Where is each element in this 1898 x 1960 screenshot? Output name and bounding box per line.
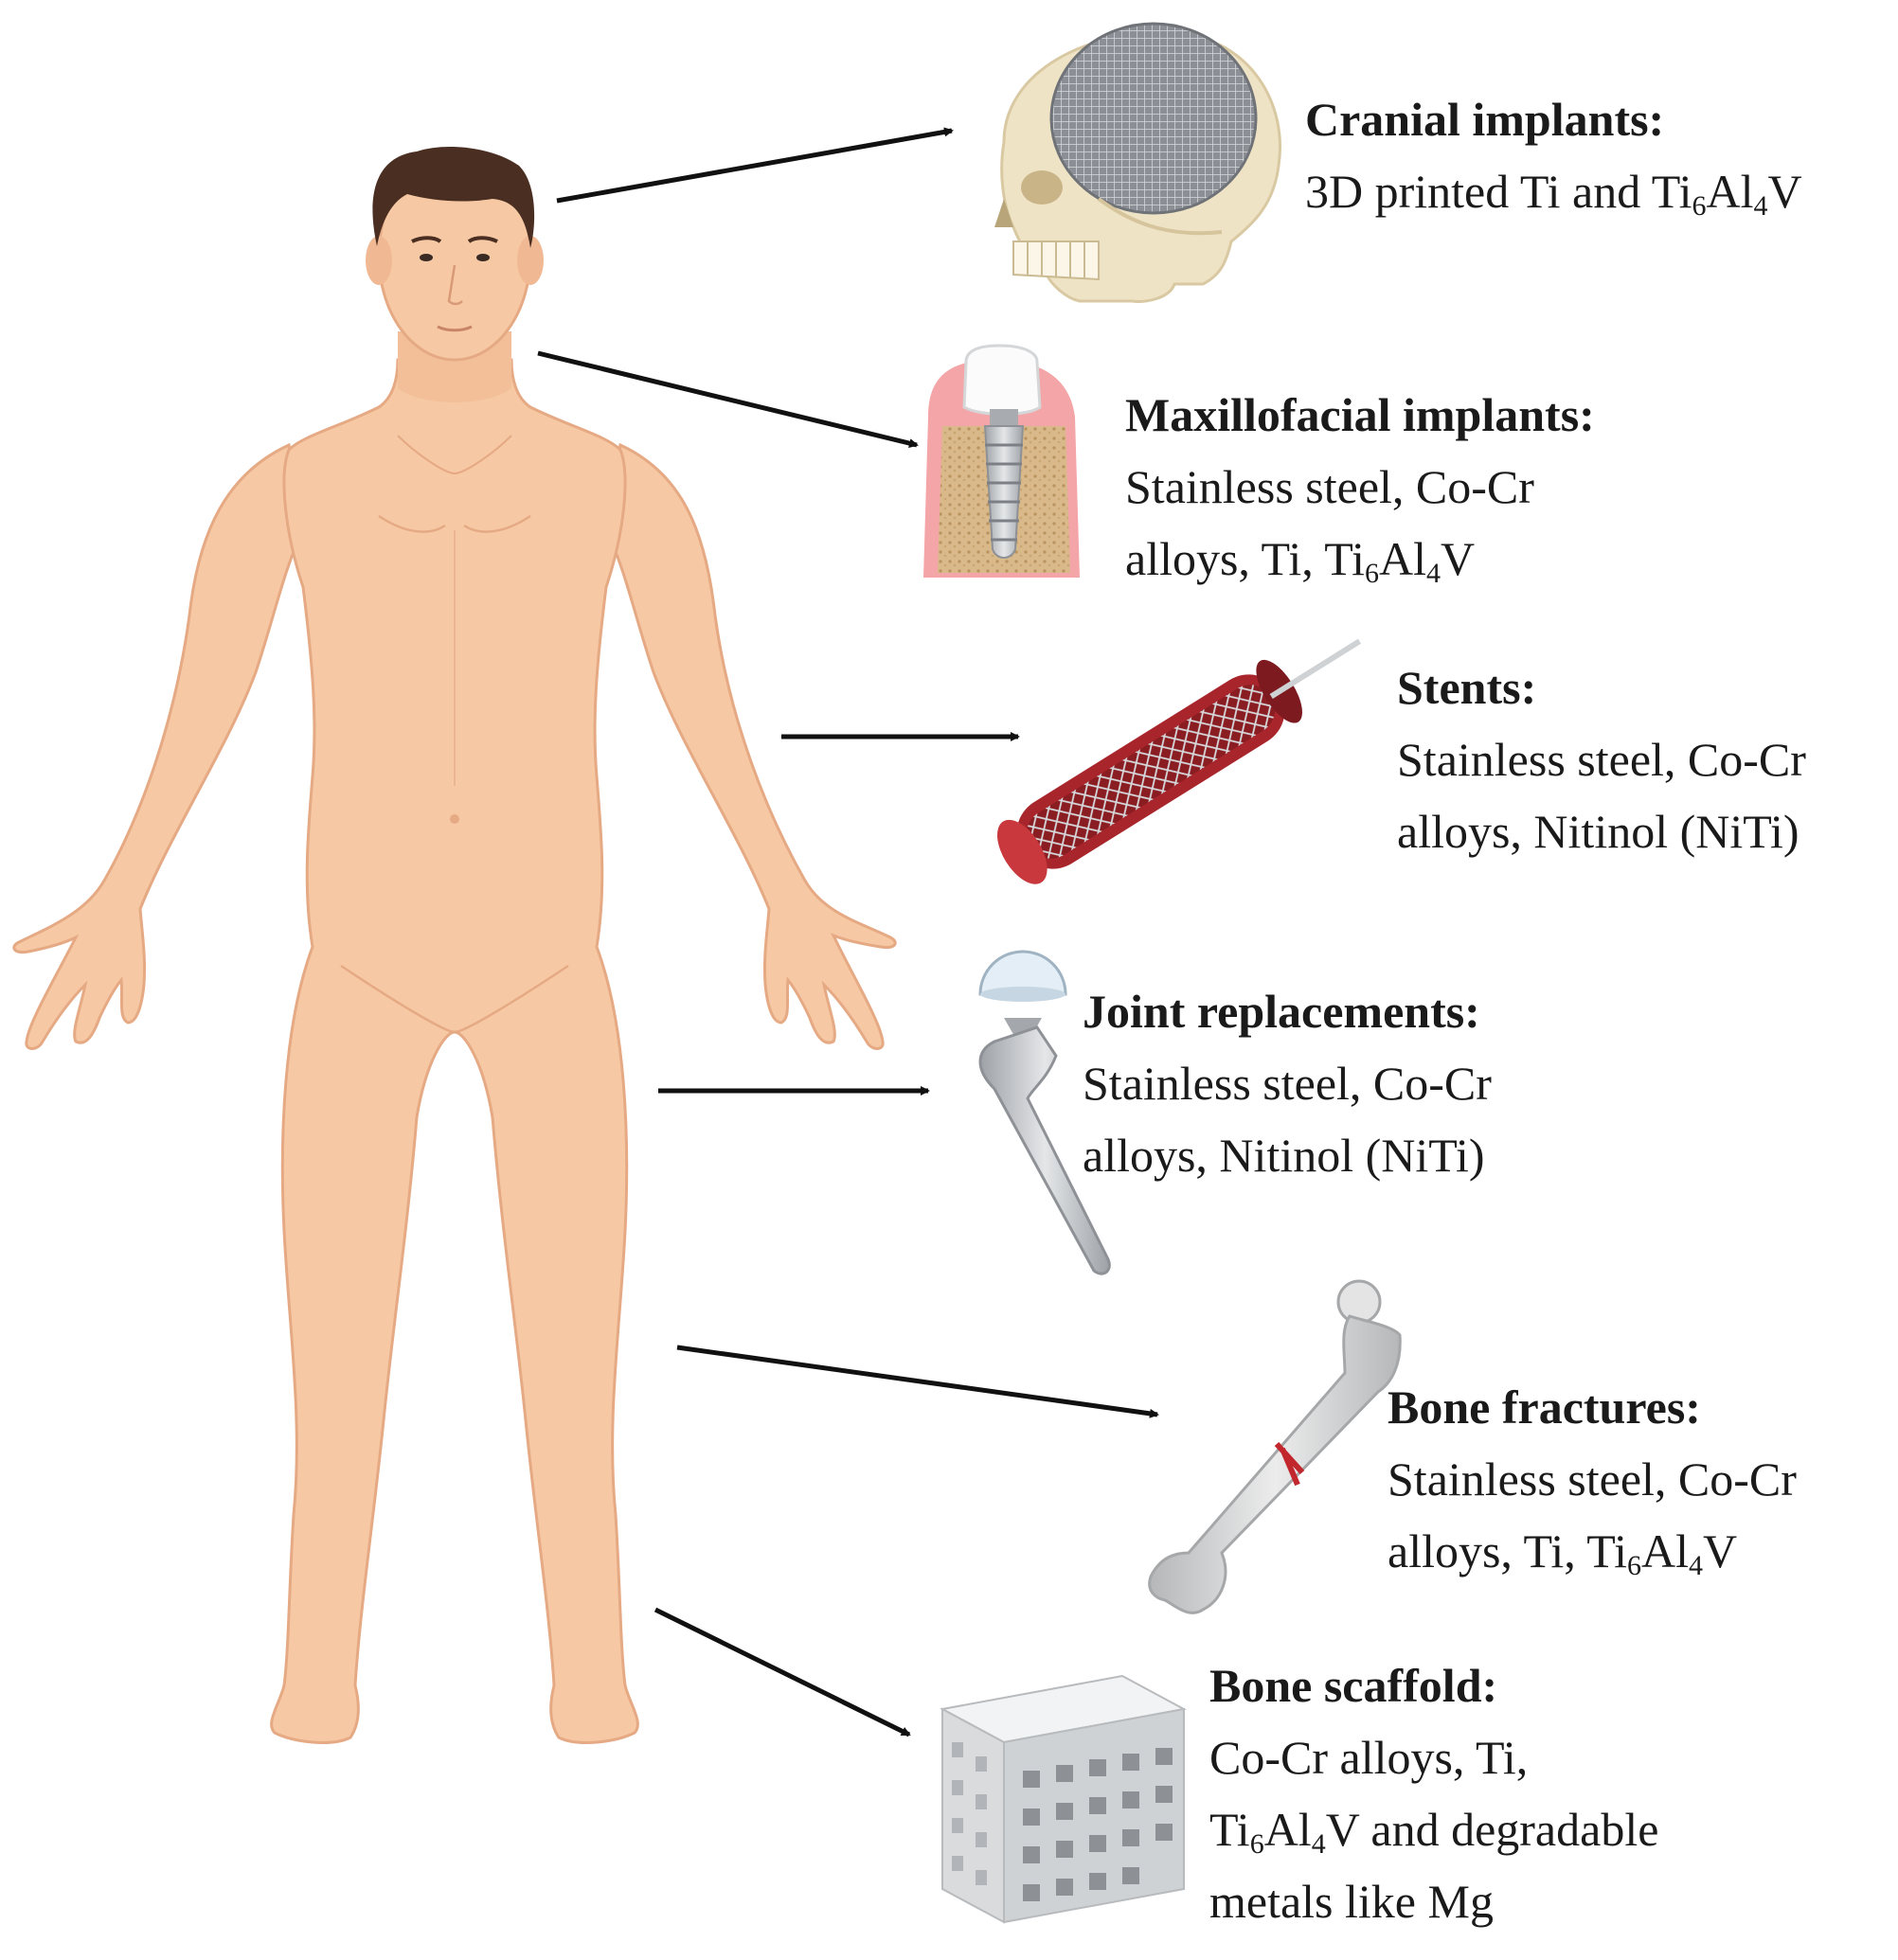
implant-title: Joint replacements: (1083, 985, 1480, 1038)
fracture-line (1274, 1441, 1305, 1487)
implant-materials-line: Stainless steel, Co-Cr (1083, 1057, 1492, 1110)
label-bone-fractures: Bone fractures: Stainless steel, Co-Cr all… (1388, 1371, 1797, 1587)
implant-materials-line: metals like Mg (1209, 1875, 1494, 1928)
implant-title: Stents: (1397, 661, 1537, 714)
left-arm (12, 442, 305, 1050)
label-joint-replacements: Joint replacements: Stainless steel, Co-C… (1083, 975, 1492, 1191)
label-bone-scaffold: Bone scaffold: Co-Cr alloys, Ti, Ti6Al4V a… (1209, 1649, 1658, 1937)
implant-materials-line: alloys, Nitinol (NiTi) (1083, 1129, 1485, 1182)
label-cranial-implants: Cranial implants: 3D printed Ti and Ti6Al… (1305, 83, 1802, 227)
implant-materials-line: Stainless steel, Co-Cr (1388, 1452, 1797, 1506)
implant-materials-line: alloys, Nitinol (NiTi) (1397, 805, 1800, 858)
implant-title: Maxillofacial implants: (1125, 388, 1595, 441)
scaffold-cube-icon (940, 1674, 1187, 1924)
arrow-to-scaffold (654, 1607, 911, 1737)
arrow-to-maxillofacial (537, 350, 919, 448)
label-stents: Stents: Stainless steel, Co-Cr alloys, Nit… (1397, 651, 1806, 867)
arrow-to-bone-fracture (676, 1345, 1159, 1418)
arrow-to-cranial (556, 127, 954, 204)
implant-materials-line: Stainless steel, Co-Cr (1397, 733, 1806, 786)
human-body-figure (12, 147, 897, 1744)
implant-title: Bone fractures: (1388, 1381, 1701, 1434)
implant-materials-line: Stainless steel, Co-Cr (1125, 460, 1534, 513)
implant-materials-line: 3D printed Ti and Ti6Al4V (1305, 165, 1802, 222)
dental-implant-icon (923, 344, 1080, 578)
femur-fracture-icon (1148, 1279, 1402, 1614)
label-maxillofacial-implants: Maxillofacial implants: Stainless steel, … (1125, 379, 1595, 595)
implant-title: Cranial implants: (1305, 93, 1665, 146)
skull-mesh-icon (994, 22, 1281, 303)
implant-materials-line: alloys, Ti, Ti6Al4V (1388, 1524, 1738, 1581)
stent-icon (996, 638, 1362, 884)
implant-materials-line: alloys, Ti, Ti6Al4V (1125, 532, 1476, 589)
hip-prosthesis-icon (978, 950, 1111, 1275)
implant-materials-line: Co-Cr alloys, Ti, (1209, 1731, 1529, 1784)
right-arm (604, 442, 897, 1050)
implant-title: Bone scaffold: (1209, 1659, 1498, 1712)
hair (372, 147, 535, 248)
implant-materials-line: Ti6Al4V and degradable (1209, 1803, 1659, 1860)
arrows (537, 127, 1159, 1737)
